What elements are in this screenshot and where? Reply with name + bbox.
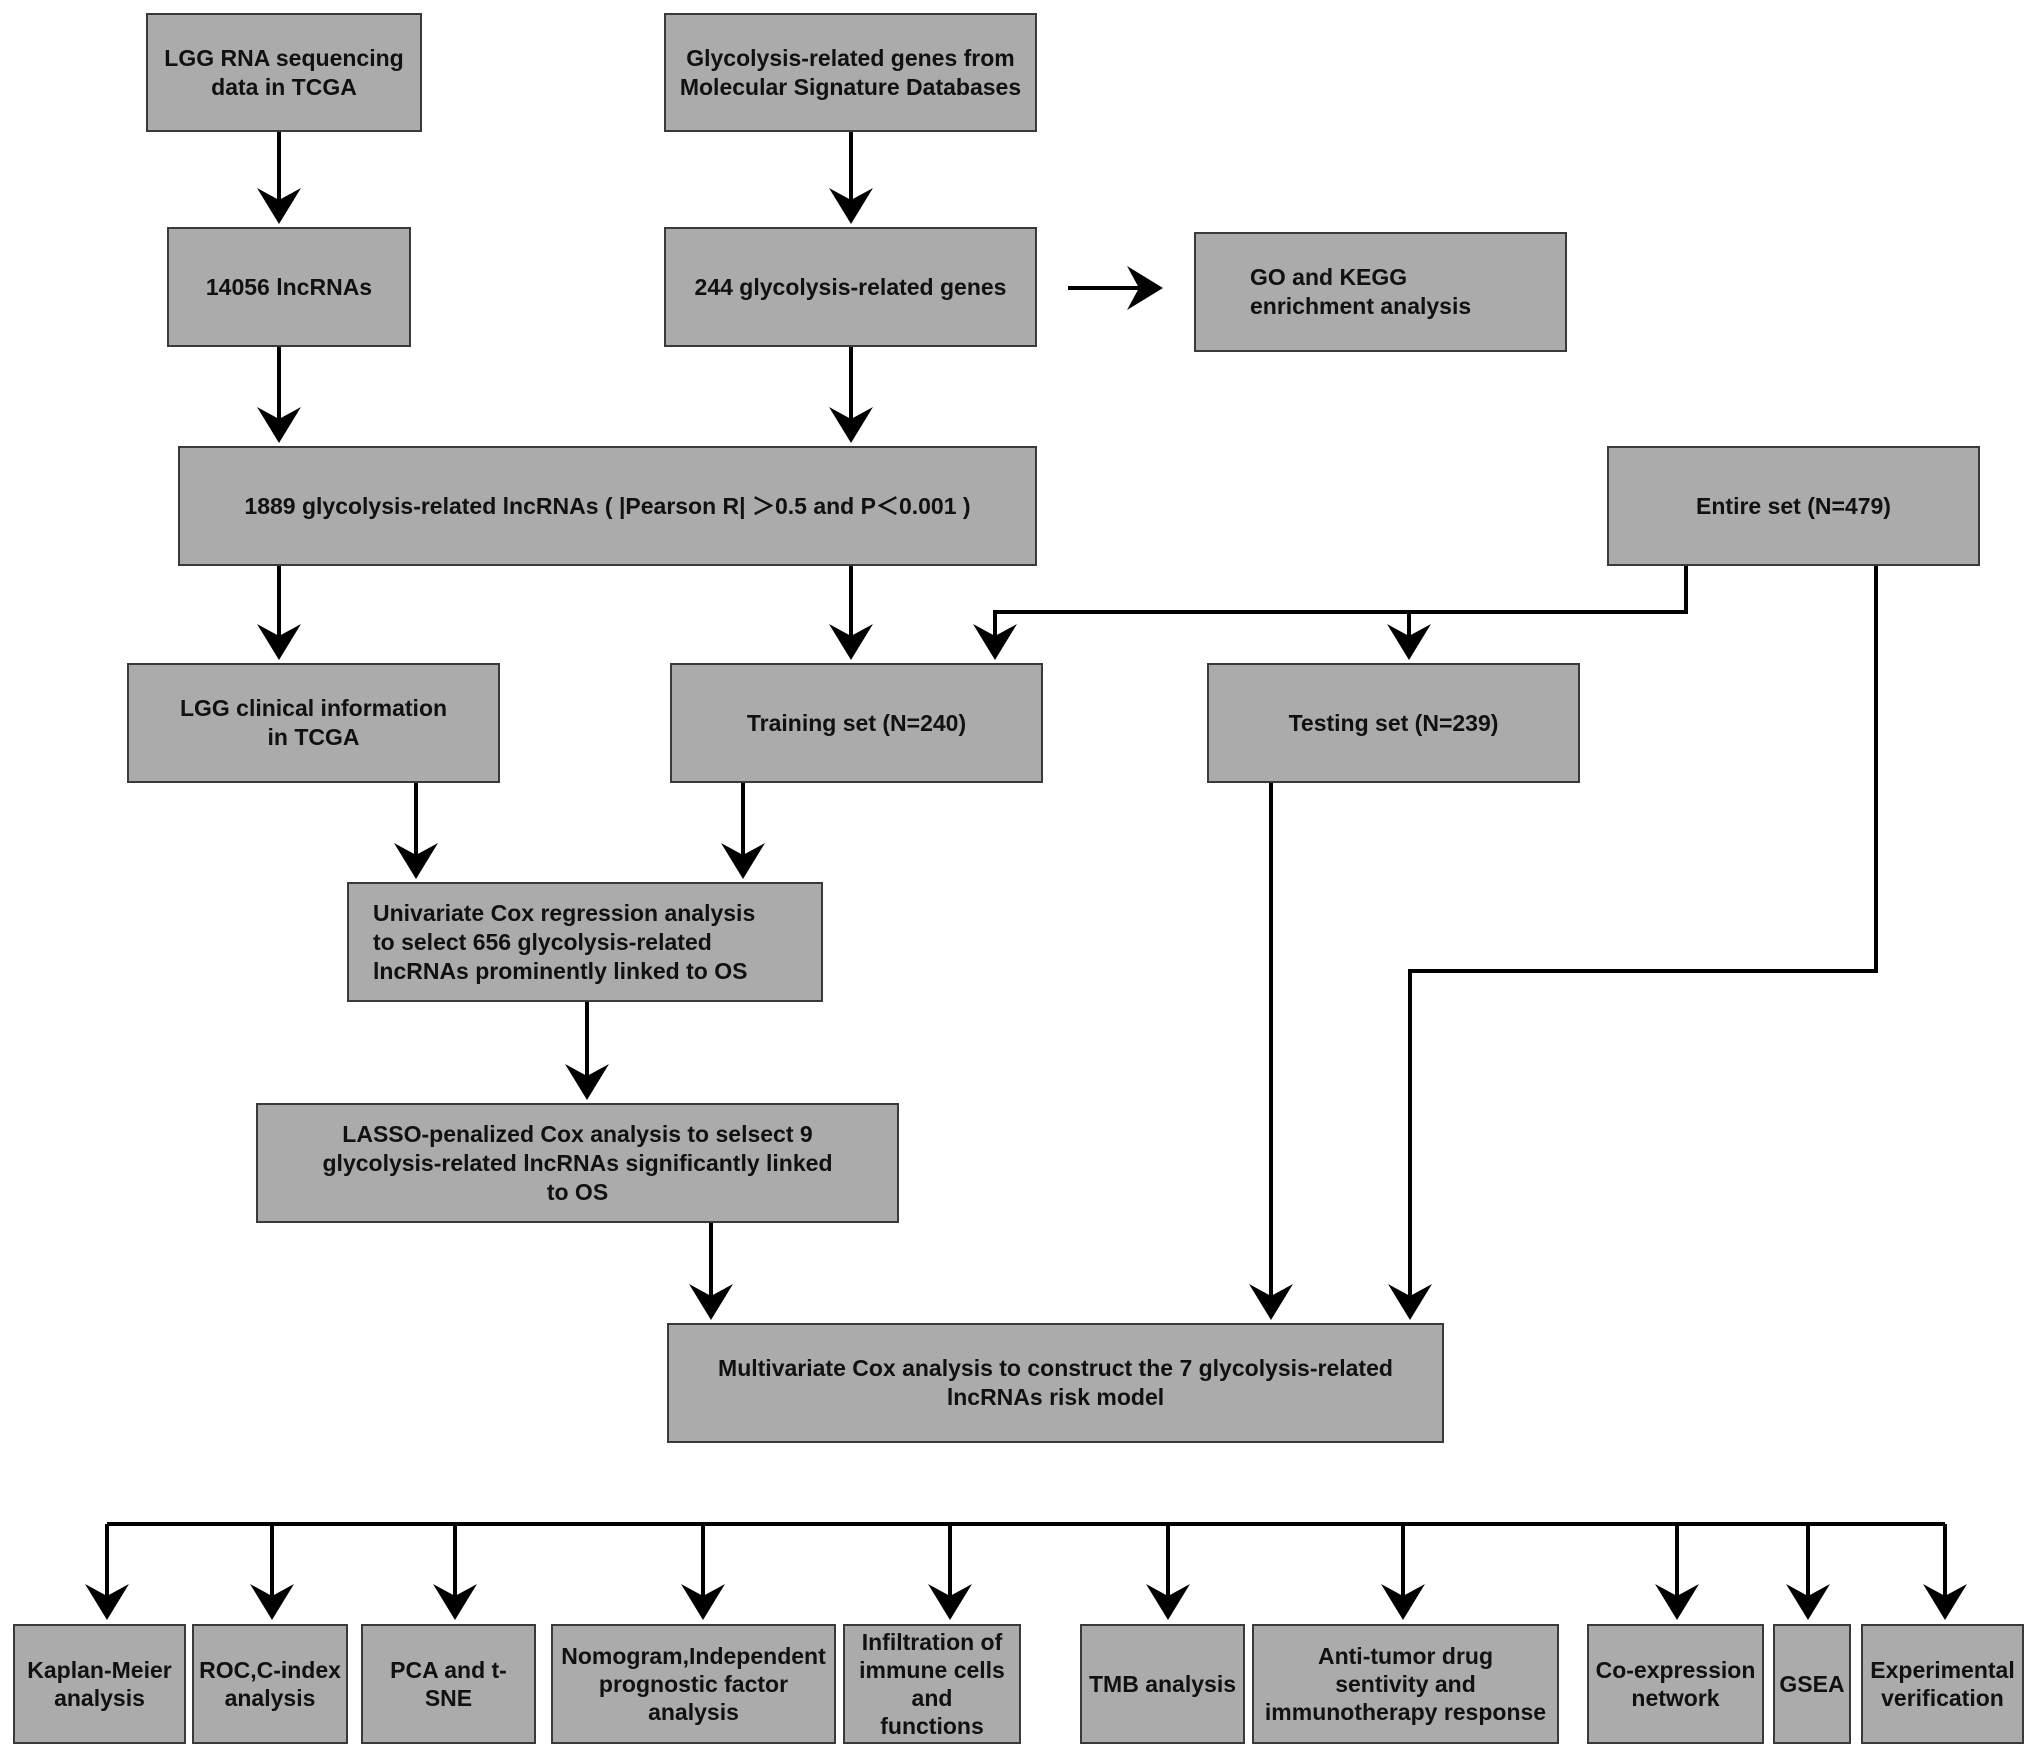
box-training-set: Training set (N=240): [670, 663, 1043, 783]
outcome-arrow-7-head: [1655, 1584, 1699, 1620]
box-multivariate-cox: Multivariate Cox analysis to construct t…: [667, 1323, 1444, 1443]
arrow-1889-to-clinical-head: [257, 624, 301, 660]
arrow-entire-to-training-head: [973, 624, 1017, 660]
box-entire-set: Entire set (N=479): [1607, 446, 1980, 566]
outcome-pca-tsne: PCA and t-SNE: [361, 1624, 536, 1744]
arrow-1889-to-training-head: [829, 624, 873, 660]
outcome-kaplan-meier: Kaplan-Meier analysis: [13, 1624, 186, 1744]
connector-entire-to-training: [993, 566, 1688, 640]
outcome-arrow-8-head: [1786, 1584, 1830, 1620]
box-go-kegg-enrichment: GO and KEGG enrichment analysis: [1194, 232, 1567, 352]
outcome-drug-immunotherapy: Anti-tumor drug sentivity and immunother…: [1252, 1624, 1559, 1744]
outcome-arrow-2-head: [433, 1584, 477, 1620]
outcome-arrow-5-head: [1146, 1584, 1190, 1620]
arrow-clinical-to-univariate-head: [394, 843, 438, 879]
arrow-lasso-to-multivariate-head: [689, 1284, 733, 1320]
box-univariate-cox: Univariate Cox regression analysis to se…: [347, 882, 823, 1002]
arrow-testing-to-multivariate-head: [1249, 1284, 1293, 1320]
box-testing-set: Testing set (N=239): [1207, 663, 1580, 783]
outcome-nomogram: Nomogram,Independent prognostic factor a…: [551, 1624, 836, 1744]
box-glycolysis-genes-source: Glycolysis-related genes from Molecular …: [664, 13, 1037, 132]
outcome-arrow-0-head: [85, 1584, 129, 1620]
arrow-genes-to-1889-head: [829, 407, 873, 443]
arrow-training-to-univariate-head: [721, 843, 765, 879]
outcome-arrow-4-head: [928, 1584, 972, 1620]
box-244-glycolysis-genes: 244 glycolysis-related genes: [664, 227, 1037, 347]
box-lgg-rna-sequencing: LGG RNA sequencing data in TCGA: [146, 13, 422, 132]
box-lgg-clinical-info: LGG clinical information in TCGA: [127, 663, 500, 783]
arrow-entire-to-multivariate-head: [1388, 1284, 1432, 1320]
outcome-roc-cindex: ROC,C-index analysis: [192, 1624, 348, 1744]
arrow-entire-to-testing-head: [1387, 624, 1431, 660]
outcome-coexpression-network: Co-expression network: [1587, 1624, 1764, 1744]
outcome-experimental-verification: Experimental verification: [1861, 1624, 2024, 1744]
arrow-genes-to-gokegg-head: [1127, 266, 1163, 310]
arrow-lncrnas-to-1889-head: [257, 407, 301, 443]
outcome-arrow-3-head: [681, 1584, 725, 1620]
box-lasso-cox: LASSO-penalized Cox analysis to selsect …: [256, 1103, 899, 1223]
outcome-tmb-analysis: TMB analysis: [1080, 1624, 1245, 1744]
connector-entire-to-multivariate: [1408, 566, 1878, 1300]
outcome-arrow-6-head: [1381, 1584, 1425, 1620]
outcome-arrow-1-head: [250, 1584, 294, 1620]
box-1889-glycolysis-lncrnas: 1889 glycolysis-related lncRNAs ( |Pears…: [178, 446, 1037, 566]
arrow-source-to-genes-head: [829, 188, 873, 224]
outcome-immune-infiltration: Infiltration of immune cells and functio…: [843, 1624, 1021, 1744]
box-14056-lncrnas: 14056 lncRNAs: [167, 227, 411, 347]
outcome-gsea: GSEA: [1773, 1624, 1851, 1744]
arrow-rna-to-lncrnas-head: [257, 188, 301, 224]
arrow-univariate-to-lasso-head: [565, 1064, 609, 1100]
outcome-arrow-9-head: [1923, 1584, 1967, 1620]
